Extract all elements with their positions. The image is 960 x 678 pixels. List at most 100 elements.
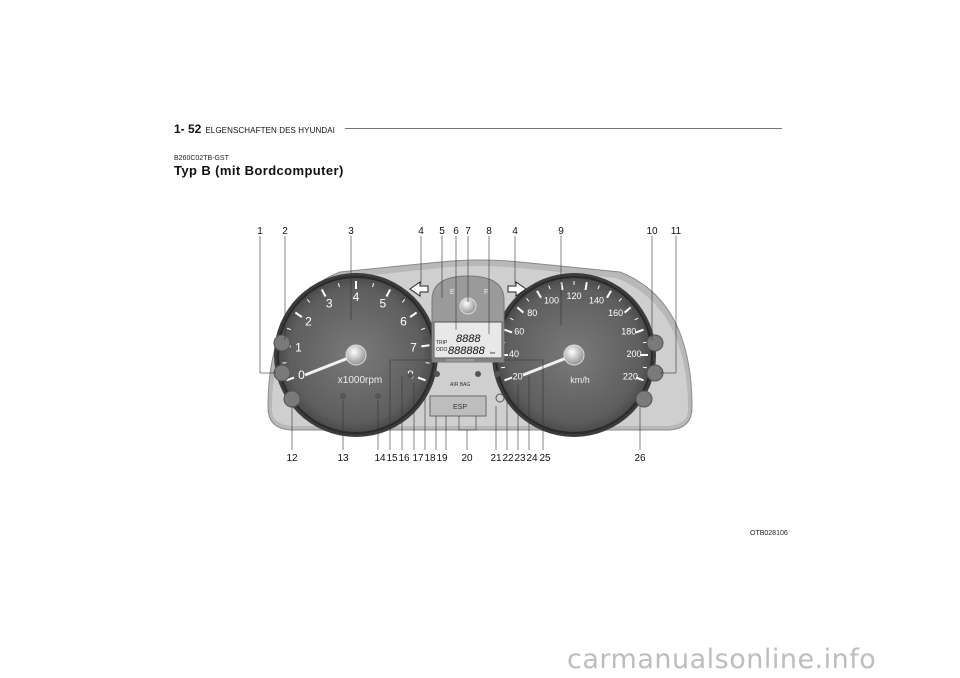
tach-tick — [306, 299, 311, 303]
speed-tick — [618, 297, 622, 302]
section-title: ELGENSCHAFTEN DES HYUNDAI — [205, 126, 335, 135]
speed-tick — [526, 297, 530, 302]
callout-26: 26 — [634, 453, 646, 464]
speed-number-40: 40 — [509, 349, 519, 359]
speed-tick — [635, 376, 644, 382]
tach-tick — [337, 282, 340, 288]
callout-15: 15 — [386, 453, 398, 464]
callout-11: 11 — [671, 226, 682, 237]
speed-tick — [516, 306, 525, 314]
tach-number-4: 4 — [353, 290, 360, 304]
tach-tick — [421, 344, 430, 348]
callout-8: 8 — [486, 226, 492, 237]
fuel-full-label: F — [484, 289, 488, 296]
callout-6: 6 — [453, 226, 459, 237]
speed-number-200: 200 — [626, 349, 641, 359]
tach-tick — [320, 288, 327, 297]
callout-16: 16 — [398, 453, 410, 464]
callout-24: 24 — [526, 453, 538, 464]
left-turn-arrow-icon — [409, 281, 429, 297]
figure-code: OTB028106 — [750, 530, 788, 537]
callout-1: 1 — [257, 226, 263, 237]
right-indicator-button — [635, 390, 653, 408]
header-divider — [345, 128, 782, 129]
callout-4: 4 — [418, 226, 424, 237]
lcd-display — [433, 321, 503, 359]
speed-number-120: 120 — [566, 291, 581, 301]
tach-tick — [421, 327, 426, 331]
tach-tick — [294, 311, 303, 318]
speed-tick — [548, 285, 551, 290]
left-button-upper — [273, 334, 291, 352]
tach-number-5: 5 — [379, 297, 386, 311]
center-panel: E F TRIP ODO 8888 888888 km — [431, 275, 505, 363]
warning-indicator-strip: AIR BAG ESP — [340, 371, 505, 417]
speed-tick — [597, 285, 600, 290]
section-code: B260C02TB-GST — [174, 155, 229, 162]
callout-9: 9 — [558, 226, 564, 237]
speed-tick — [504, 328, 513, 334]
speed-number-60: 60 — [514, 327, 524, 337]
tach-number-2: 2 — [305, 315, 312, 329]
callout-23: 23 — [514, 453, 526, 464]
speed-tick — [584, 281, 588, 291]
tachometer: 012345678 x1000rpm — [274, 273, 438, 437]
callout-5: 5 — [439, 226, 445, 237]
right-button-upper — [646, 334, 664, 352]
callout-13: 13 — [337, 453, 349, 464]
page-number: 1- 52 — [174, 122, 202, 136]
speed-tick — [501, 366, 506, 369]
speed-number-20: 20 — [513, 372, 523, 382]
tach-tick — [385, 288, 392, 297]
tach-tick — [401, 299, 406, 303]
tach-hub — [345, 344, 367, 366]
tach-number-6: 6 — [400, 315, 407, 329]
callout-4: 4 — [512, 226, 518, 237]
lcd-bottom-digits: 888888 — [448, 345, 486, 357]
callout-7: 7 — [465, 226, 471, 237]
tach-number-3: 3 — [326, 297, 333, 311]
lcd-trip-label: TRIP — [436, 340, 448, 346]
callout-19: 19 — [436, 453, 448, 464]
callout-20: 20 — [461, 453, 473, 464]
speed-hub — [563, 344, 585, 366]
lcd-km-label: km — [490, 350, 496, 355]
callout-12: 12 — [286, 453, 298, 464]
watermark: carmanualsonline.info — [567, 644, 877, 675]
speed-tick — [642, 341, 647, 344]
speed-tick — [635, 328, 644, 334]
tach-number-0: 0 — [298, 368, 305, 382]
lcd-top-digits: 8888 — [456, 333, 481, 345]
callout-leaders — [259, 236, 677, 450]
speed-number-180: 180 — [621, 327, 636, 337]
speed-unit: km/h — [570, 375, 590, 385]
speed-number-100: 100 — [544, 295, 559, 305]
tach-tick — [286, 327, 291, 331]
speed-tick — [509, 317, 514, 321]
callout-18: 18 — [424, 453, 436, 464]
fuel-empty-label: E — [450, 289, 455, 296]
lcd-odo-label: ODO — [436, 347, 448, 353]
page-header: 1- 52 ELGENSCHAFTEN DES HYUNDAI — [174, 122, 335, 136]
speed-tick — [560, 281, 564, 291]
tach-tick — [286, 376, 295, 382]
page-title: Typ B (mit Bordcomputer) — [174, 163, 344, 178]
callout-2: 2 — [282, 226, 288, 237]
speed-tick — [504, 376, 513, 382]
speed-tick — [623, 306, 632, 314]
callout-21: 21 — [490, 453, 502, 464]
callout-3: 3 — [348, 226, 354, 237]
speed-number-220: 220 — [623, 372, 638, 382]
tach-tick — [417, 376, 426, 382]
callout-17: 17 — [412, 453, 424, 464]
left-button-lower — [273, 364, 291, 382]
speed-tick — [536, 290, 542, 299]
speed-tick — [606, 290, 612, 299]
callout-22: 22 — [502, 453, 514, 464]
tach-tick — [409, 311, 418, 318]
speed-number-160: 160 — [608, 308, 623, 318]
speed-number-140: 140 — [589, 295, 604, 305]
tach-unit: x1000rpm — [338, 375, 382, 386]
